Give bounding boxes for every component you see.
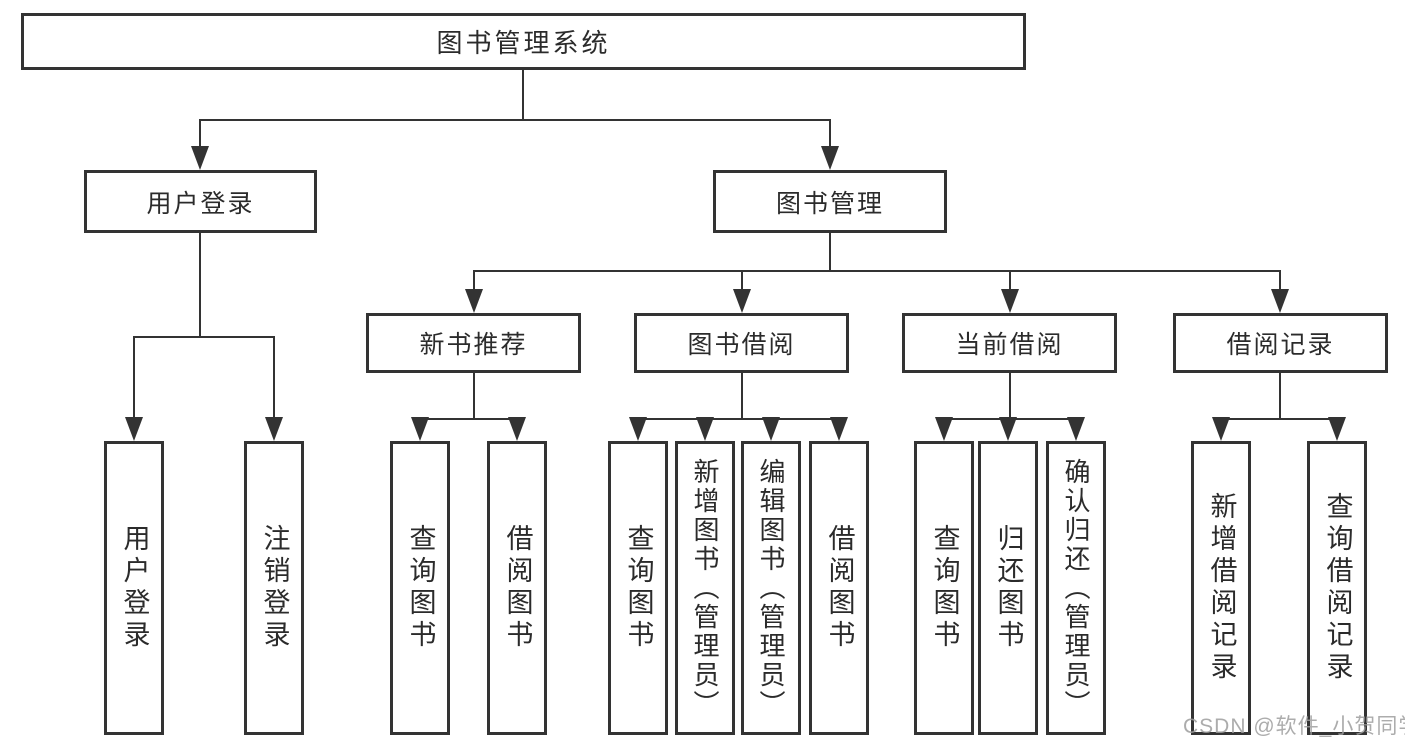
leaf-user-login: 用户登录: [104, 441, 164, 735]
connector-line: [199, 233, 201, 336]
leaf-query-borrow-record: 查询借阅记录: [1307, 441, 1367, 735]
arrow-down-icon: [465, 289, 483, 313]
arrow-down-icon: [629, 417, 647, 441]
node-label: 查询图书: [405, 524, 436, 652]
node-label: 用户登录: [146, 189, 255, 218]
watermark-csdn: CSDN @软件_小贺同学: [1183, 715, 1405, 738]
node-label: 编辑图书（管理员）: [756, 457, 786, 719]
node-label: 图书管理: [775, 189, 884, 218]
node-new-book-recommendation: 新书推荐: [366, 313, 581, 373]
leaf-return-books: 归还图书: [978, 441, 1038, 735]
connector-line: [1009, 373, 1011, 418]
node-book-borrowing: 图书借阅: [634, 313, 849, 373]
leaf-query-books-borrowing: 查询图书: [608, 441, 668, 735]
node-user-login: 用户登录: [84, 170, 317, 233]
connector-line: [473, 270, 1281, 272]
connector-line: [522, 70, 524, 119]
node-label: 查询图书: [929, 524, 960, 652]
node-label: 确认归还（管理员）: [1061, 457, 1091, 719]
node-label: 借阅图书: [824, 524, 855, 652]
node-label: 查询借阅记录: [1322, 492, 1353, 684]
connector-line: [1220, 418, 1338, 420]
leaf-add-borrow-record: 新增借阅记录: [1191, 441, 1251, 735]
connector-line: [133, 336, 275, 338]
node-borrowing-records: 借阅记录: [1173, 313, 1388, 373]
arrow-down-icon: [1271, 289, 1289, 313]
node-label: 新增图书（管理员）: [690, 457, 720, 719]
leaf-query-books-recommend: 查询图书: [390, 441, 450, 735]
connector-line: [741, 373, 743, 418]
node-label: 注销登录: [259, 524, 290, 652]
connector-line: [829, 121, 831, 148]
connector-line: [199, 121, 201, 148]
arrow-down-icon: [830, 417, 848, 441]
arrow-down-icon: [696, 417, 714, 441]
node-label: 图书借阅: [687, 331, 796, 359]
connector-line: [637, 418, 841, 420]
arrow-down-icon: [1001, 289, 1019, 313]
connector-line: [133, 338, 135, 420]
connector-line: [741, 272, 743, 291]
arrow-down-icon: [1067, 417, 1085, 441]
connector-line: [829, 233, 831, 270]
connector-line: [1279, 373, 1281, 418]
leaf-query-books-current: 查询图书: [914, 441, 974, 735]
leaf-borrow-books-borrowing: 借阅图书: [809, 441, 869, 735]
arrow-down-icon: [1328, 417, 1346, 441]
node-label: 当前借阅: [955, 331, 1064, 359]
arrow-down-icon: [733, 289, 751, 313]
leaf-borrow-books-recommend: 借阅图书: [487, 441, 547, 735]
connector-line: [473, 373, 475, 418]
arrow-down-icon: [935, 417, 953, 441]
node-label: 用户登录: [119, 524, 150, 652]
leaf-logout: 注销登录: [244, 441, 304, 735]
connector-line: [273, 338, 275, 420]
node-book-management: 图书管理: [713, 170, 947, 233]
connector-line: [473, 272, 475, 291]
node-label: 新书推荐: [419, 331, 528, 359]
connector-line: [199, 119, 831, 121]
arrow-down-icon: [191, 146, 209, 170]
arrow-down-icon: [265, 417, 283, 441]
arrow-down-icon: [821, 146, 839, 170]
leaf-edit-book-admin: 编辑图书（管理员）: [741, 441, 801, 735]
node-label: 借阅图书: [502, 524, 533, 652]
node-label: 图书管理系统: [436, 28, 611, 58]
leaf-add-book-admin: 新增图书（管理员）: [675, 441, 735, 735]
node-library-management-system: 图书管理系统: [21, 13, 1026, 70]
node-label: 借阅记录: [1226, 331, 1335, 359]
arrow-down-icon: [411, 417, 429, 441]
connector-line: [419, 418, 519, 420]
arrow-down-icon: [999, 417, 1017, 441]
arrow-down-icon: [125, 417, 143, 441]
node-label: 查询图书: [623, 524, 654, 652]
arrow-down-icon: [762, 417, 780, 441]
leaf-confirm-return-admin: 确认归还（管理员）: [1046, 441, 1106, 735]
connector-line: [1009, 272, 1011, 291]
node-label: 新增借阅记录: [1206, 492, 1237, 684]
node-label: 归还图书: [993, 524, 1024, 652]
connector-line: [1279, 272, 1281, 291]
arrow-down-icon: [1212, 417, 1230, 441]
node-current-borrowing: 当前借阅: [902, 313, 1117, 373]
arrow-down-icon: [508, 417, 526, 441]
